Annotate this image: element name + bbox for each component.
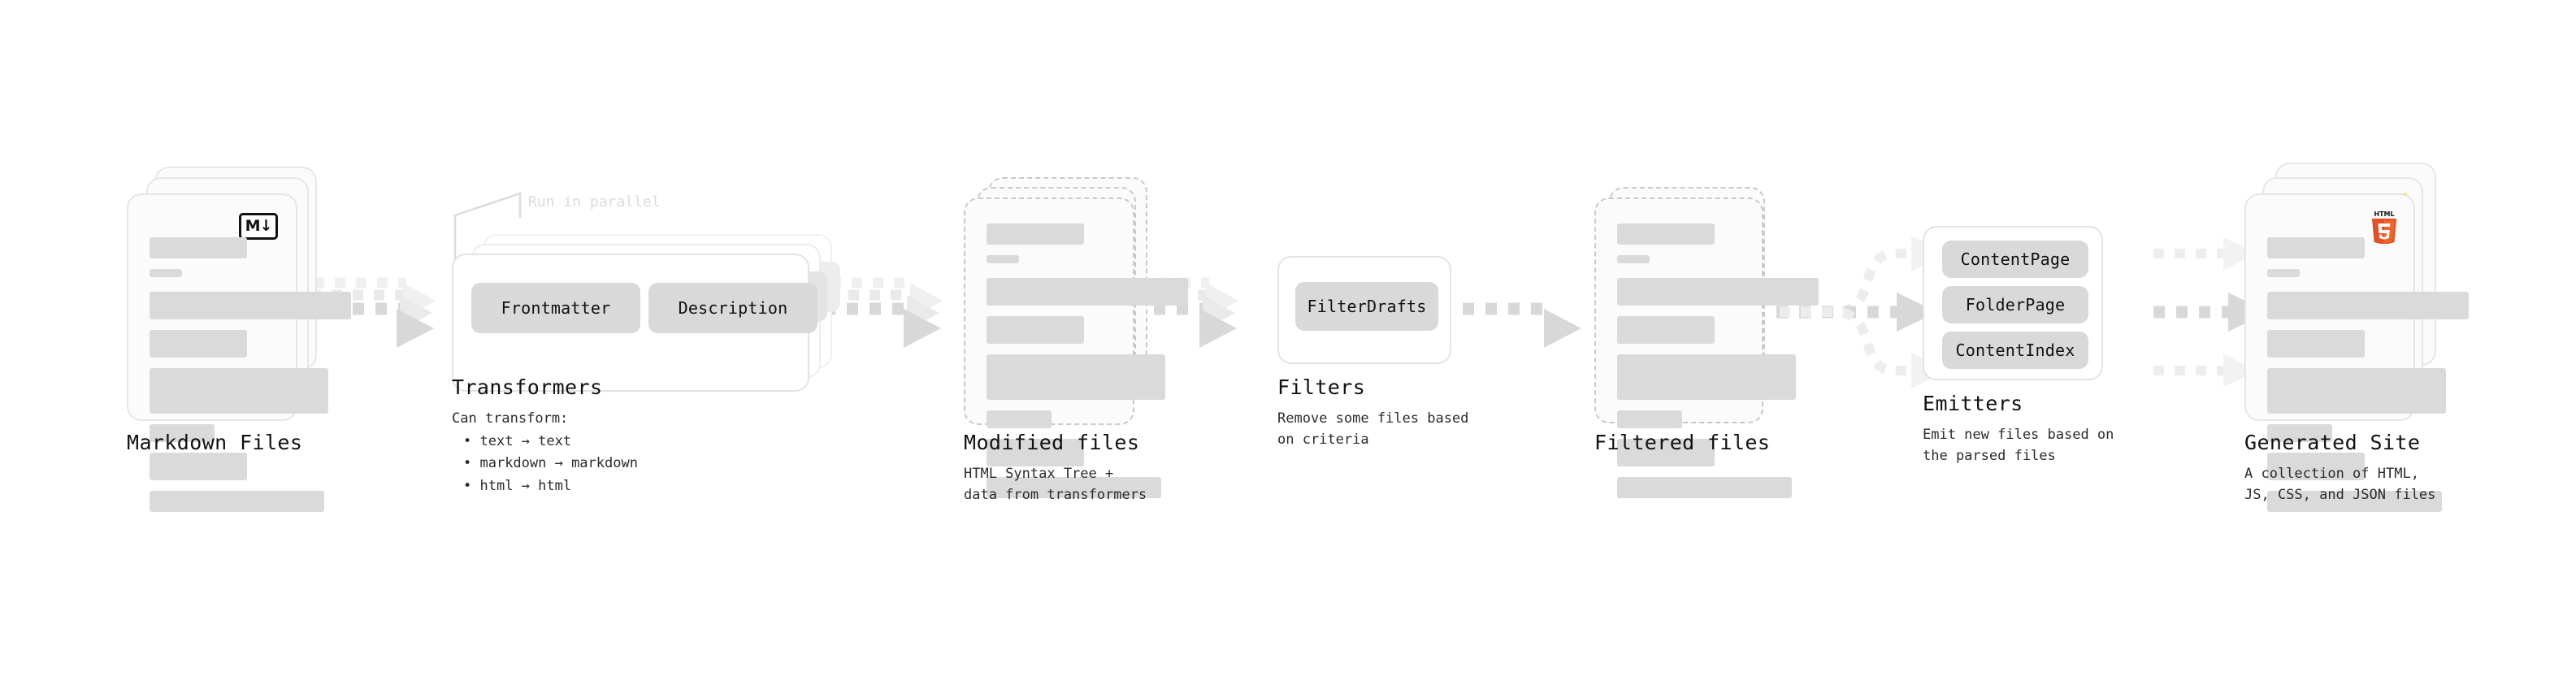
- filtered-card-front[interactable]: [1594, 197, 1819, 498]
- arrow-transformers-to-modified: [824, 277, 943, 348]
- stage-title: Modified files: [964, 431, 1140, 454]
- capability-item: • text → text: [463, 432, 572, 449]
- modified-card-front[interactable]: [964, 197, 1188, 498]
- pill-contentpage[interactable]: ContentPage: [1942, 241, 2088, 278]
- skeleton-bar: [2267, 237, 2365, 258]
- skeleton-bar: [1617, 255, 1650, 263]
- caption-filtered-files: Filtered files: [1594, 431, 1770, 454]
- skeleton-bar: [987, 223, 1084, 245]
- stage-title: Filters: [1277, 375, 1366, 399]
- html5-icon: HTML: [2370, 210, 2399, 247]
- skeleton-bar: [150, 292, 351, 319]
- skeleton-bars: [150, 237, 351, 523]
- pill-description[interactable]: Description: [648, 283, 817, 333]
- skeleton-bar: [987, 316, 1084, 344]
- svg-text:HTML: HTML: [2374, 210, 2394, 218]
- skeleton-bar: [150, 453, 247, 480]
- capabilities-intro: Can transform:: [452, 410, 569, 427]
- capability-item: • html → html: [463, 477, 572, 494]
- pill-folderpage[interactable]: FolderPage: [1942, 286, 2088, 323]
- stage-title: Emitters: [1923, 392, 2023, 415]
- skeleton-bar: [1617, 278, 1819, 306]
- skeleton-bar: [150, 368, 328, 414]
- emitters-panel[interactable]: ContentPage FolderPage ContentIndex: [1923, 226, 2103, 380]
- skeleton-bar: [1617, 223, 1715, 245]
- caption-filters: Filters Remove some files based on crite…: [1277, 375, 1468, 451]
- skeleton-bar: [1617, 410, 1682, 428]
- caption-transformers: Transformers Can transform: • text → tex…: [452, 375, 638, 497]
- markdown-icon: M↓: [239, 213, 278, 240]
- skeleton-bar: [1617, 439, 1715, 466]
- pill-filterdrafts[interactable]: FilterDrafts: [1295, 282, 1438, 331]
- skeleton-bar: [2267, 491, 2442, 512]
- skeleton-bar: [987, 278, 1188, 306]
- skeleton-bar: [987, 477, 1161, 498]
- filters-panel[interactable]: FilterDrafts: [1277, 256, 1451, 364]
- stage-subtitle: A collection of HTML, JS, CSS, and JSON …: [2244, 466, 2436, 504]
- pill-frontmatter[interactable]: Frontmatter: [471, 283, 640, 333]
- skeleton-bar: [987, 410, 1052, 428]
- site-card-front[interactable]: HTML: [2244, 193, 2469, 512]
- skeleton-bar: [987, 354, 1165, 400]
- skeleton-bar: [1617, 477, 1792, 498]
- markdown-card-front[interactable]: M↓: [127, 193, 351, 512]
- skeleton-bar: [1617, 316, 1715, 344]
- skeleton-bar: [150, 424, 215, 442]
- arrow-filters-to-filtered: [1463, 302, 1581, 348]
- transformer-panel-front[interactable]: Frontmatter Description: [452, 254, 817, 392]
- skeleton-bars: [1617, 223, 1819, 509]
- skeleton-bar: [2267, 269, 2300, 277]
- stage-subtitle: HTML Syntax Tree + data from transformer…: [964, 466, 1147, 504]
- stage-title: Filtered files: [1594, 431, 1771, 454]
- skeleton-bars: [2267, 237, 2469, 523]
- caption-emitters: Emitters Emit new files based on the par…: [1923, 392, 2114, 467]
- html5-glyph: HTML: [2372, 210, 2396, 245]
- skeleton-bar: [2267, 368, 2446, 414]
- caption-generated-site: Generated Site A collection of HTML, JS,…: [2244, 431, 2435, 506]
- stage-subtitle: Emit new files based on the parsed files: [1923, 427, 2114, 465]
- arrow-filtered-to-emitters: [1776, 236, 1947, 388]
- stage-subtitle: Remove some files based on criteria: [1277, 410, 1469, 449]
- skeleton-bar: [150, 237, 247, 258]
- skeleton-bar: [150, 269, 182, 277]
- skeleton-bar: [2267, 453, 2365, 480]
- stage-title: Transformers: [452, 375, 603, 399]
- stage-title: Markdown Files: [127, 431, 303, 454]
- stage-title: Generated Site: [2244, 431, 2421, 454]
- caption-markdown-files: Markdown Files: [127, 431, 302, 454]
- transformers-capabilities: Can transform: • text → text • markdown …: [452, 408, 638, 497]
- skeleton-bar: [1617, 354, 1796, 400]
- pill-contentindex[interactable]: ContentIndex: [1942, 332, 2088, 369]
- skeleton-bar: [2267, 292, 2469, 319]
- capability-item: • markdown → markdown: [463, 455, 638, 472]
- skeleton-bar: [150, 491, 324, 512]
- skeleton-bars: [987, 223, 1188, 509]
- skeleton-bar: [987, 439, 1084, 466]
- caption-modified-files: Modified files HTML Syntax Tree + data f…: [964, 431, 1147, 506]
- skeleton-bar: [150, 330, 247, 358]
- skeleton-bar: [2267, 330, 2365, 358]
- skeleton-bar: [987, 255, 1019, 263]
- run-in-parallel-label: Run in parallel: [528, 193, 661, 210]
- skeleton-bar: [2267, 424, 2332, 442]
